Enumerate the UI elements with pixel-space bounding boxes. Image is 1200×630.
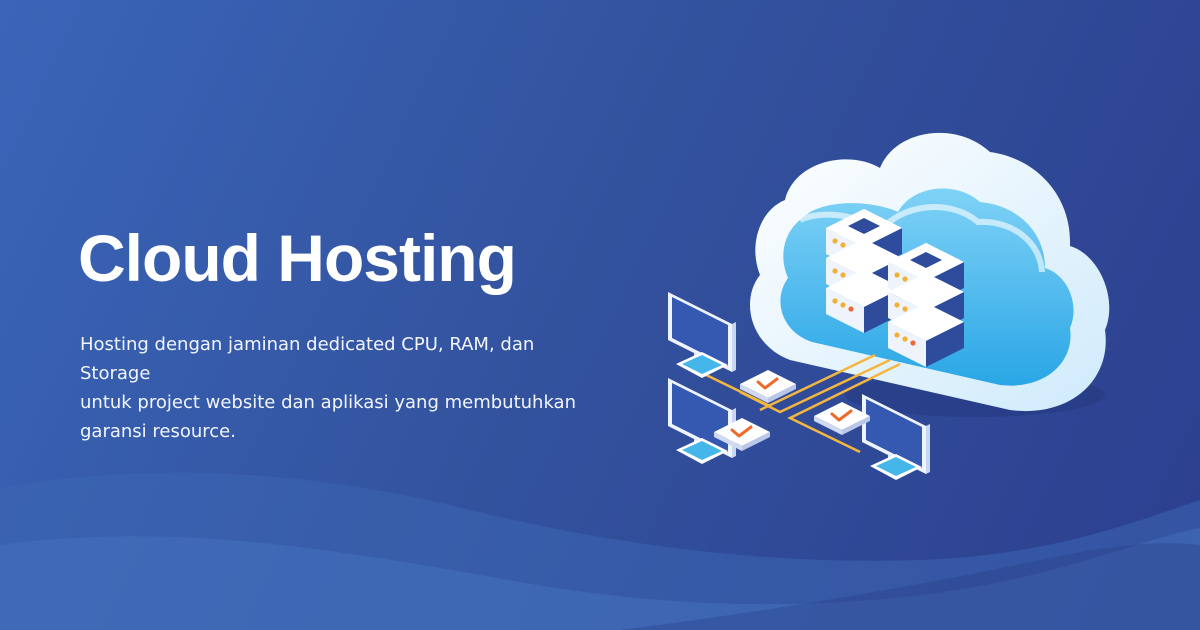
hero-description: Hosting dengan jaminan dedicated CPU, RA… — [80, 330, 600, 446]
page-title: Cloud Hosting — [78, 221, 517, 295]
cloud-hosting-illustration — [668, 132, 1110, 480]
server-icon — [826, 209, 902, 333]
check-badge-icon — [812, 400, 872, 437]
monitor-icon — [668, 378, 736, 464]
server-icon — [888, 243, 964, 367]
monitor-icon — [668, 292, 736, 378]
description-line-3: garansi resource. — [80, 421, 236, 442]
description-line-1: Hosting dengan jaminan dedicated CPU, RA… — [80, 334, 535, 384]
description-line-2: untuk project website dan aplikasi yang … — [80, 392, 576, 413]
network-connectors — [699, 353, 901, 454]
